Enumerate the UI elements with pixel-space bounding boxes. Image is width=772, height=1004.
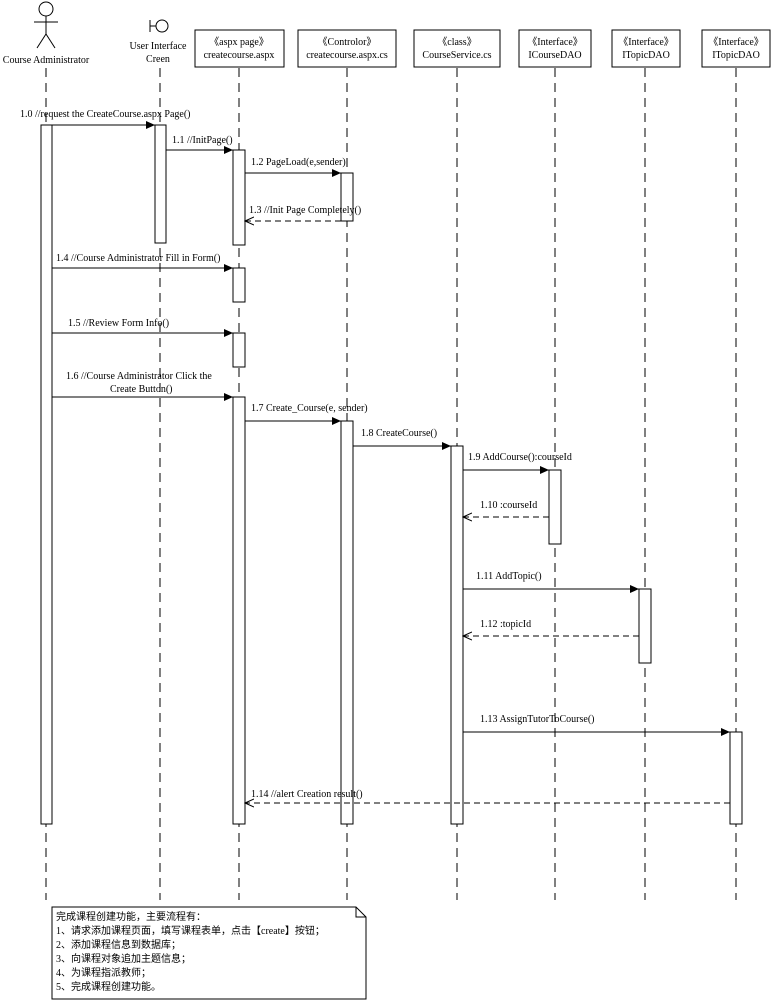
note-line: 1、请求添加课程页面，填写课程表单，点击【create】按钮； — [56, 926, 325, 937]
lifeline-stereotype: 《aspx page》 — [209, 36, 269, 48]
activation-bar-page-review — [232, 332, 246, 368]
message-label-1-1: 1.1 //InitPage() — [172, 135, 233, 146]
activation-bar-page-create — [232, 396, 246, 825]
lifeline-name: createcourse.aspx.cs — [306, 50, 388, 61]
message-label-1-11: 1.11 AddTopic() — [476, 571, 542, 582]
lifeline-name: ITopicDAO — [712, 50, 760, 61]
message-label-1-3: 1.3 //Init Page Completely() — [249, 205, 361, 216]
lifeline-header-controller: 《Controlor》 createcourse.aspx.cs — [297, 29, 397, 68]
message-label-1-2: 1.2 PageLoad(e,sender) — [251, 157, 346, 168]
actor-label: Course Administrator — [3, 55, 90, 66]
lifeline-stereotype: 《Interface》 — [708, 36, 764, 48]
lifeline-stereotype: 《Interface》 — [618, 36, 674, 48]
activation-bar-itopicdao-2 — [729, 731, 743, 825]
activation-bar-service — [450, 445, 464, 825]
note-line: 3、向课程对象追加主题信息； — [56, 954, 191, 965]
note-shape — [51, 906, 367, 1000]
boundary-label-line2: Creen — [146, 54, 170, 65]
note: 完成课程创建功能，主要流程有： 1、请求添加课程页面，填写课程表单，点击【cre… — [52, 907, 366, 999]
lifeline-header-aspx-page: 《aspx page》 createcourse.aspx — [194, 29, 285, 68]
lifeline-stereotype: 《class》 — [437, 36, 476, 48]
message-label-1-0: 1.0 //request the CreateCourse.aspx Page… — [20, 109, 191, 120]
activation-bar-actor — [40, 124, 53, 825]
lifeline-stereotype: 《Interface》 — [527, 36, 583, 48]
lifeline-header-itopicdao: 《Interface》 ITopicDAO — [611, 29, 681, 68]
note-line: 2、添加课程信息到数据库； — [56, 940, 181, 951]
message-label-1-14: 1.14 //alert Creation result() — [251, 789, 363, 800]
boundary-icon — [149, 19, 169, 33]
activation-bar-page-init — [232, 149, 246, 246]
message-label-1-13: 1.13 AssignTutorToCourse() — [480, 714, 595, 725]
message-label-1-8: 1.8 CreateCourse() — [361, 428, 437, 439]
activation-bar-controller-load — [340, 172, 354, 222]
note-line: 4、为课程指派教师； — [56, 968, 151, 979]
message-label-1-5: 1.5 //Review Form Info() — [68, 318, 169, 329]
note-line: 5、完成课程创建功能。 — [56, 982, 161, 993]
activation-bar-icoursedao — [548, 469, 562, 545]
message-label-1-6-line2: Create Button() — [110, 384, 172, 395]
lifeline-header-course-service: 《class》 CourseService.cs — [413, 29, 501, 68]
lifeline-name: ITopicDAO — [622, 50, 670, 61]
lifeline-stereotype: 《Controlor》 — [318, 36, 377, 48]
message-label-1-10: 1.10 :courseId — [480, 500, 537, 511]
note-line: 完成课程创建功能，主要流程有： — [56, 912, 206, 923]
lifeline-name: createcourse.aspx — [204, 50, 275, 61]
message-label-1-7: 1.7 Create_Course(e, sender) — [251, 403, 368, 414]
actor-stick-figure-icon — [34, 1, 58, 49]
activation-bar-itopicdao — [638, 588, 652, 664]
message-label-1-12: 1.12 :topicId — [480, 619, 531, 630]
lifeline-header-itopicdao-2: 《Interface》 ITopicDAO — [701, 29, 771, 68]
lifeline-name: ICourseDAO — [528, 50, 581, 61]
boundary-label-line1: User Interface — [130, 41, 187, 52]
message-label-1-6-line1: 1.6 //Course Administrator Click the — [66, 371, 212, 382]
activation-bar-controller-create — [340, 420, 354, 825]
lifeline-name: CourseService.cs — [422, 50, 491, 61]
message-label-1-4: 1.4 //Course Administrator Fill in Form(… — [56, 253, 220, 264]
activation-bar-boundary — [154, 124, 167, 244]
lifeline-header-icoursedao: 《Interface》 ICourseDAO — [518, 29, 592, 68]
message-label-1-9: 1.9 AddCourse():courseId — [468, 452, 572, 463]
activation-bar-page-fill — [232, 267, 246, 303]
